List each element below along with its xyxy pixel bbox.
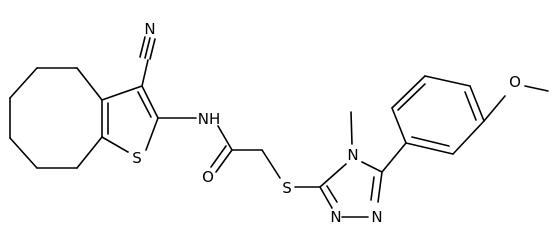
bond-c2-c3-inner [137,91,152,118]
bond-ph-2 [452,120,485,155]
bond-c2-c3 [141,85,159,119]
atom-s-thiophene: S [132,149,142,167]
bond-oct-1 [76,67,103,101]
bond-ph-1-inner [411,136,450,147]
bond-c7a-s [101,136,129,153]
molecule-diagram: N S NH O S N N N O [9,20,549,226]
bond-triple-2 [149,38,156,60]
bond-camide-o [215,149,233,173]
bond-ph-1 [405,142,454,155]
bond-oct-3 [9,67,38,99]
bond-oct-7 [76,136,103,169]
bond-n2-c3 [319,186,333,209]
bond-c5-n1-inner [370,176,375,201]
bond-ph-3-inner [464,91,477,121]
bond-ph-o [483,95,506,122]
bond-s-c2 [145,117,159,151]
bond-ph-5-inner [397,83,426,111]
atom-s-thioether: S [282,179,292,197]
bond-n4-methyl [350,111,353,145]
bond-nh-camide [217,125,233,151]
atom-n-triazole-2: N [330,208,341,226]
bond-c3-cn [141,59,149,87]
atom-o-methoxy: O [509,73,521,91]
atom-n-triazole-4: N [347,146,358,164]
bond-n2-c3-inner [326,185,338,203]
bond-camide-o-inner [210,145,227,168]
bond-ph-5 [391,75,426,109]
atom-labels: N S NH O S N N N O [132,20,521,226]
bond-ph-3 [469,85,485,122]
bond-oct-5 [9,137,38,169]
bond-triple-3 [139,36,146,58]
bonds [9,36,549,218]
bond-c5-phenyl [381,142,407,173]
bond-ch2-s [261,149,281,179]
bond-o-ch3 [524,85,549,92]
atom-o-carbonyl: O [202,168,214,186]
bond-triple-1 [144,37,151,59]
bond-c3-c3a [101,85,143,101]
atom-nh-amide: NH [198,110,221,128]
bond-ph-6 [391,107,407,144]
bond-ph-4 [424,75,471,87]
bond-c5-n1 [377,171,383,203]
atom-n-nitrile: N [144,20,155,38]
bond-n4-c5 [361,161,383,173]
bond-c3-n4 [319,163,347,188]
atom-n-triazole-1: N [371,208,382,226]
